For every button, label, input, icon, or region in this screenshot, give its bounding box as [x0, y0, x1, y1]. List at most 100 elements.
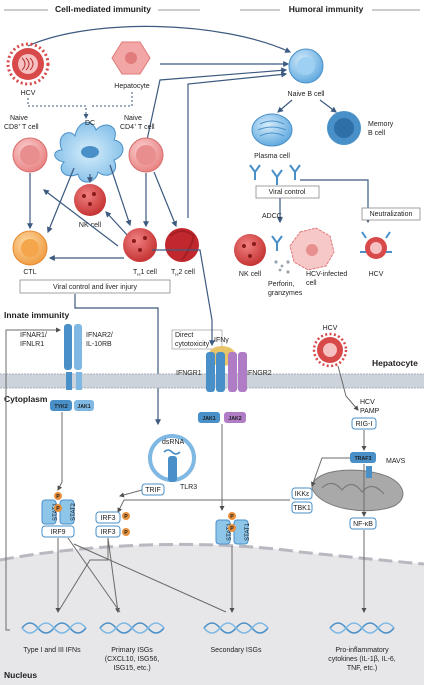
section-header-cell-mediated: Cell-mediated immunity	[4, 3, 200, 15]
irf9-label: IRF9	[50, 529, 65, 536]
gaf-complex	[215, 519, 249, 545]
dna-secondary	[203, 622, 269, 634]
p-irf3-2	[122, 528, 130, 536]
perforin-label-2: granzymes	[268, 290, 303, 297]
arrow-th2-to-bcell	[187, 71, 288, 218]
dashed-arrow-hepatocyte-dc	[90, 92, 133, 107]
section-header-humoral: Humoral immunity	[240, 3, 420, 15]
arrow-hcv-pamp	[337, 365, 359, 411]
nk-cell-top	[74, 184, 106, 216]
tyk2-box	[50, 400, 72, 411]
nucleus-region	[0, 544, 424, 685]
th2-label: TH2 cell	[171, 269, 195, 277]
arrow-ifn-feedback	[5, 327, 61, 631]
p-label-6: P	[230, 526, 234, 532]
naive-b-label: Naive B cell	[288, 91, 325, 98]
naive-b-nucleus	[297, 57, 315, 75]
primary-isg-label-1: Primary ISGs	[111, 647, 153, 654]
hcv-infected-cell	[289, 227, 335, 271]
infected-label-2: cell	[306, 280, 317, 287]
plasma-cell	[251, 113, 293, 147]
innate-title: Innate immunity	[4, 310, 69, 320]
hcv-mid-label: HCV	[323, 325, 338, 332]
arrow-tbk1-irf3	[117, 499, 290, 513]
arrow-dc-th1	[109, 164, 132, 227]
nk-bottom-label: NK cell	[239, 271, 262, 278]
direct-label-2: cytotoxicity	[175, 341, 210, 348]
isgf3-complex	[41, 499, 75, 538]
adcc-label: ADCC	[262, 213, 282, 220]
viral-liver-label: Viral control and liver injury	[53, 284, 137, 291]
primary-isg-label-2: (CXCL10, ISG56,	[105, 656, 160, 663]
mitochondrion	[311, 469, 404, 512]
ikke-box	[291, 487, 313, 500]
irf3-box-2	[95, 525, 121, 538]
nuclear-envelope	[0, 542, 424, 566]
jak1-mid-label: JAK1	[202, 416, 215, 422]
humoral-title: Humoral immunity	[289, 4, 364, 14]
memory-label-2: B cell	[368, 130, 386, 137]
stat1-mid-label-1: STAT1	[227, 522, 233, 540]
trif-box	[141, 483, 165, 496]
p-label-1: P	[56, 494, 60, 500]
dc-label: DC	[85, 120, 95, 127]
nk-cell-bottom	[234, 234, 266, 266]
jak1-left-label: JAK1	[77, 404, 90, 410]
ctl-nucleus	[21, 239, 39, 257]
naive-cd4-label-2: CD4+	[120, 123, 137, 132]
arrow-th1-cd8	[43, 189, 119, 247]
ifngr2-label: IFNGR2	[246, 370, 272, 377]
p-label-4: P	[124, 530, 128, 536]
arrow-isgf3-secondary	[73, 543, 227, 613]
naive-cd8-nucleus	[20, 145, 40, 165]
antibody-adcc	[271, 235, 283, 251]
dendritic-cell	[54, 121, 124, 183]
arrow-b-plasma	[277, 99, 293, 113]
mavs-label: MAVS	[386, 458, 406, 465]
memory-label-1: Memory	[368, 121, 394, 128]
pamp-label-2: PAMP	[360, 408, 380, 415]
viral-liver-box	[19, 279, 171, 294]
arrow-irf3-primary	[107, 537, 120, 613]
rigi-box	[351, 417, 377, 430]
tyk2-label: TYK2	[54, 404, 67, 410]
th1-label: TH1 cell	[133, 269, 157, 277]
arrow-irf3-typei	[57, 538, 109, 613]
nfkb-box	[349, 517, 377, 530]
ctl-label: CTL	[23, 269, 36, 276]
traf3-box	[350, 452, 376, 463]
stat2-label: STAT2	[71, 502, 77, 520]
primary-isg-label-3: ISG15, etc.)	[113, 665, 150, 672]
p-label-5: P	[230, 514, 234, 520]
rigi-label: RIG-I	[356, 421, 373, 428]
neutralization-box	[361, 207, 421, 221]
th1-cell	[123, 228, 157, 262]
p-irf3-1	[122, 512, 130, 520]
p-isgf3-1	[54, 492, 62, 500]
arrow-b-memory	[319, 99, 337, 113]
viral-control-box	[255, 185, 320, 199]
trif-label: TRIF	[145, 487, 161, 494]
dsrna-strand	[163, 449, 181, 455]
proinf-label-3: TNF, etc.)	[347, 665, 377, 672]
irf3-box-1	[95, 511, 121, 524]
proinf-label-2: cytokines (IL-1β, IL-6,	[328, 656, 395, 663]
ifng-label: IFNγ	[214, 337, 229, 344]
stat1-left-label: STAT1	[53, 502, 59, 520]
type13-ifn-label: Type I and III IFNs	[23, 647, 81, 654]
hepatocyte-top	[111, 41, 151, 75]
p-gaf-1	[228, 512, 236, 520]
arrow-ifng	[152, 249, 215, 347]
antibodies-top	[249, 164, 301, 185]
dsrna-label: dsRNA	[162, 439, 185, 446]
pamp-label-1: HCV	[360, 399, 375, 406]
tbk1-label: TBK1	[293, 505, 311, 512]
arrow-hcv-to-bcell	[27, 25, 292, 53]
dashed-arrow-hcv-dc	[27, 98, 89, 119]
ifnar-receptor	[64, 324, 82, 390]
hcv-virus-top	[6, 42, 50, 86]
naive-cd4-label-3: T cell	[138, 124, 155, 131]
hcv-virus-mid	[312, 332, 348, 368]
arrow-to-hepatocyte-direct	[74, 294, 161, 426]
